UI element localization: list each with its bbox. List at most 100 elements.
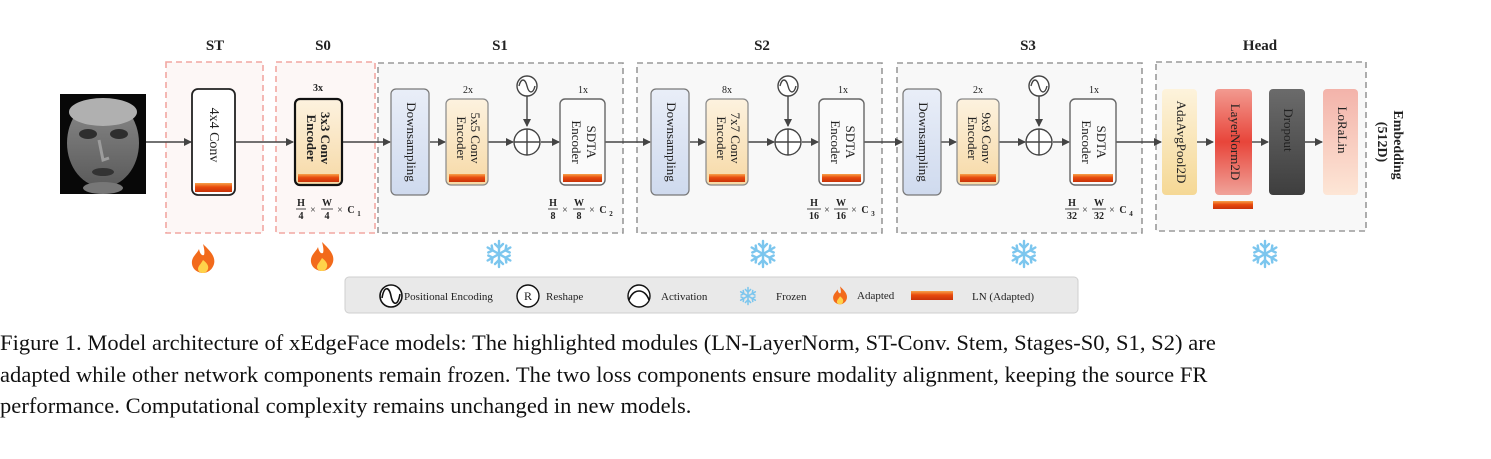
- s3-frozen-snowflake-icon: [1011, 239, 1037, 269]
- svg-text:1: 1: [357, 210, 361, 218]
- s2-frozen-snowflake-icon: [750, 239, 776, 269]
- s2-positional-encoding-icon: [777, 75, 799, 127]
- s3-positional-encoding-icon: [1028, 75, 1050, 127]
- s3-dimension-formula: H 32 × W 32 × C 4: [1065, 198, 1133, 222]
- svg-text:9x9 Conv: 9x9 Conv: [979, 113, 994, 164]
- layernorm2d-block: LayerNorm2D: [1213, 89, 1253, 209]
- svg-text:Encoder: Encoder: [1079, 120, 1094, 164]
- svg-text:SDTA: SDTA: [1094, 126, 1109, 160]
- svg-text:×: ×: [589, 205, 595, 216]
- s1-downsampling: Downsampling: [390, 88, 430, 196]
- svg-text:32: 32: [1067, 211, 1077, 222]
- stage-title-s2: S2: [754, 38, 770, 54]
- svg-text:4: 4: [299, 211, 304, 222]
- svg-text:4x4 Conv: 4x4 Conv: [206, 108, 221, 163]
- svg-text:C: C: [599, 205, 606, 216]
- svg-text:W: W: [1094, 198, 1104, 209]
- embedding-label: Embedding: [1390, 110, 1405, 179]
- svg-text:Downsampling: Downsampling: [916, 102, 931, 182]
- svg-text:W: W: [836, 198, 846, 209]
- svg-text:2: 2: [609, 210, 613, 218]
- svg-text:LoRaLin: LoRaLin: [1335, 107, 1350, 154]
- caption-line: Figure 1. Model architecture of xEdgeFac…: [0, 330, 1216, 355]
- legend-positional-label: Positional Encoding: [404, 291, 493, 303]
- stage-title-st: ST: [206, 38, 224, 54]
- s3-conv-encoder: 9x9 Conv Encoder: [956, 98, 1000, 186]
- legend-reshape-label: Reshape: [546, 291, 583, 303]
- s2-sdta-encoder: SDTA Encoder: [818, 98, 865, 186]
- svg-text:R: R: [524, 289, 532, 303]
- head-frozen-snowflake-icon: [1252, 239, 1278, 269]
- dropout-block: Dropout: [1269, 89, 1305, 195]
- svg-text:×: ×: [337, 205, 343, 216]
- legend-ln-label: LN (Adapted): [972, 291, 1034, 303]
- svg-text:×: ×: [1082, 205, 1088, 216]
- svg-text:W: W: [574, 198, 584, 209]
- stage-title-s1: S1: [492, 38, 508, 54]
- s0-repeat: 3x: [313, 83, 323, 94]
- loralin-block: LoRaLin: [1323, 89, 1358, 195]
- legend-reshape-icon: R: [516, 284, 540, 308]
- adaavgpool2d-block: AdaAvgPool2D: [1162, 89, 1197, 195]
- svg-text:Encoder: Encoder: [454, 116, 469, 160]
- legend-ln-bar: [911, 291, 953, 300]
- svg-text:3x3 Conv: 3x3 Conv: [318, 112, 333, 165]
- s2-conv-encoder: 7x7 Conv Encoder: [705, 98, 749, 186]
- svg-text:H: H: [1068, 198, 1076, 209]
- svg-text:8: 8: [551, 211, 556, 222]
- legend-positional-encoding-icon: [379, 284, 403, 308]
- s1-sdta-encoder: SDTA Encoder: [559, 98, 606, 186]
- svg-text:16: 16: [836, 211, 846, 222]
- stage-title-s0: S0: [315, 38, 331, 54]
- svg-text:5x5 Conv: 5x5 Conv: [468, 113, 483, 164]
- stage-title-head: Head: [1243, 38, 1278, 54]
- s0-dimension-formula: H 4 × W 4 × C 1: [296, 198, 361, 222]
- figure-caption: Figure 1. Model architecture of xEdgeFac…: [0, 327, 1491, 422]
- s3-repeat: 2x: [973, 85, 983, 96]
- s1-sdta-repeat: 1x: [578, 85, 588, 96]
- svg-text:×: ×: [310, 205, 316, 216]
- svg-text:32: 32: [1094, 211, 1104, 222]
- svg-text:C: C: [1119, 205, 1126, 216]
- svg-text:C: C: [347, 205, 354, 216]
- svg-text:16: 16: [809, 211, 819, 222]
- svg-text:Encoder: Encoder: [965, 116, 980, 160]
- s3-add-icon: [1025, 128, 1053, 156]
- legend: Positional Encoding R Reshape Activation…: [344, 276, 1079, 314]
- svg-text:×: ×: [851, 205, 857, 216]
- s3-sdta-encoder: SDTA Encoder: [1069, 98, 1117, 186]
- svg-text:SDTA: SDTA: [843, 126, 858, 160]
- conv-4x4-block: 4x4 Conv: [191, 88, 236, 196]
- svg-text:SDTA: SDTA: [584, 126, 599, 160]
- s0-conv-encoder: 3x3 Conv Encoder: [293, 97, 344, 187]
- s2-add-icon: [774, 128, 802, 156]
- s2-downsampling: Downsampling: [650, 88, 690, 196]
- svg-text:×: ×: [1109, 205, 1115, 216]
- s1-conv-encoder: 5x5 Conv Encoder: [445, 98, 489, 186]
- svg-text:Dropout: Dropout: [1281, 108, 1296, 152]
- svg-text:8: 8: [577, 211, 582, 222]
- embedding-dim-label: (512D): [1374, 122, 1389, 163]
- st-adapted-flame-icon: [191, 244, 215, 273]
- s3-sdta-repeat: 1x: [1089, 85, 1099, 96]
- svg-text:3: 3: [871, 210, 875, 218]
- s2-sdta-repeat: 1x: [838, 85, 848, 96]
- s3-downsampling: Downsampling: [902, 88, 942, 196]
- s1-repeat: 2x: [463, 85, 473, 96]
- svg-text:H: H: [549, 198, 557, 209]
- input-face-image: [60, 94, 146, 194]
- svg-text:4: 4: [325, 211, 330, 222]
- caption-line: adapted while other network components r…: [0, 361, 1208, 387]
- svg-text:Downsampling: Downsampling: [404, 102, 419, 182]
- stage-title-s3: S3: [1020, 38, 1036, 54]
- svg-text:7x7 Conv: 7x7 Conv: [728, 113, 743, 164]
- svg-text:4: 4: [1129, 210, 1133, 218]
- svg-text:W: W: [322, 198, 332, 209]
- svg-text:LayerNorm2D: LayerNorm2D: [1228, 104, 1243, 181]
- svg-text:C: C: [861, 205, 868, 216]
- svg-text:Encoder: Encoder: [569, 120, 584, 164]
- legend-activation-label: Activation: [661, 291, 708, 303]
- s1-add-icon: [513, 128, 541, 156]
- svg-text:AdaAvgPool2D: AdaAvgPool2D: [1174, 101, 1189, 184]
- legend-frozen-label: Frozen: [776, 291, 807, 303]
